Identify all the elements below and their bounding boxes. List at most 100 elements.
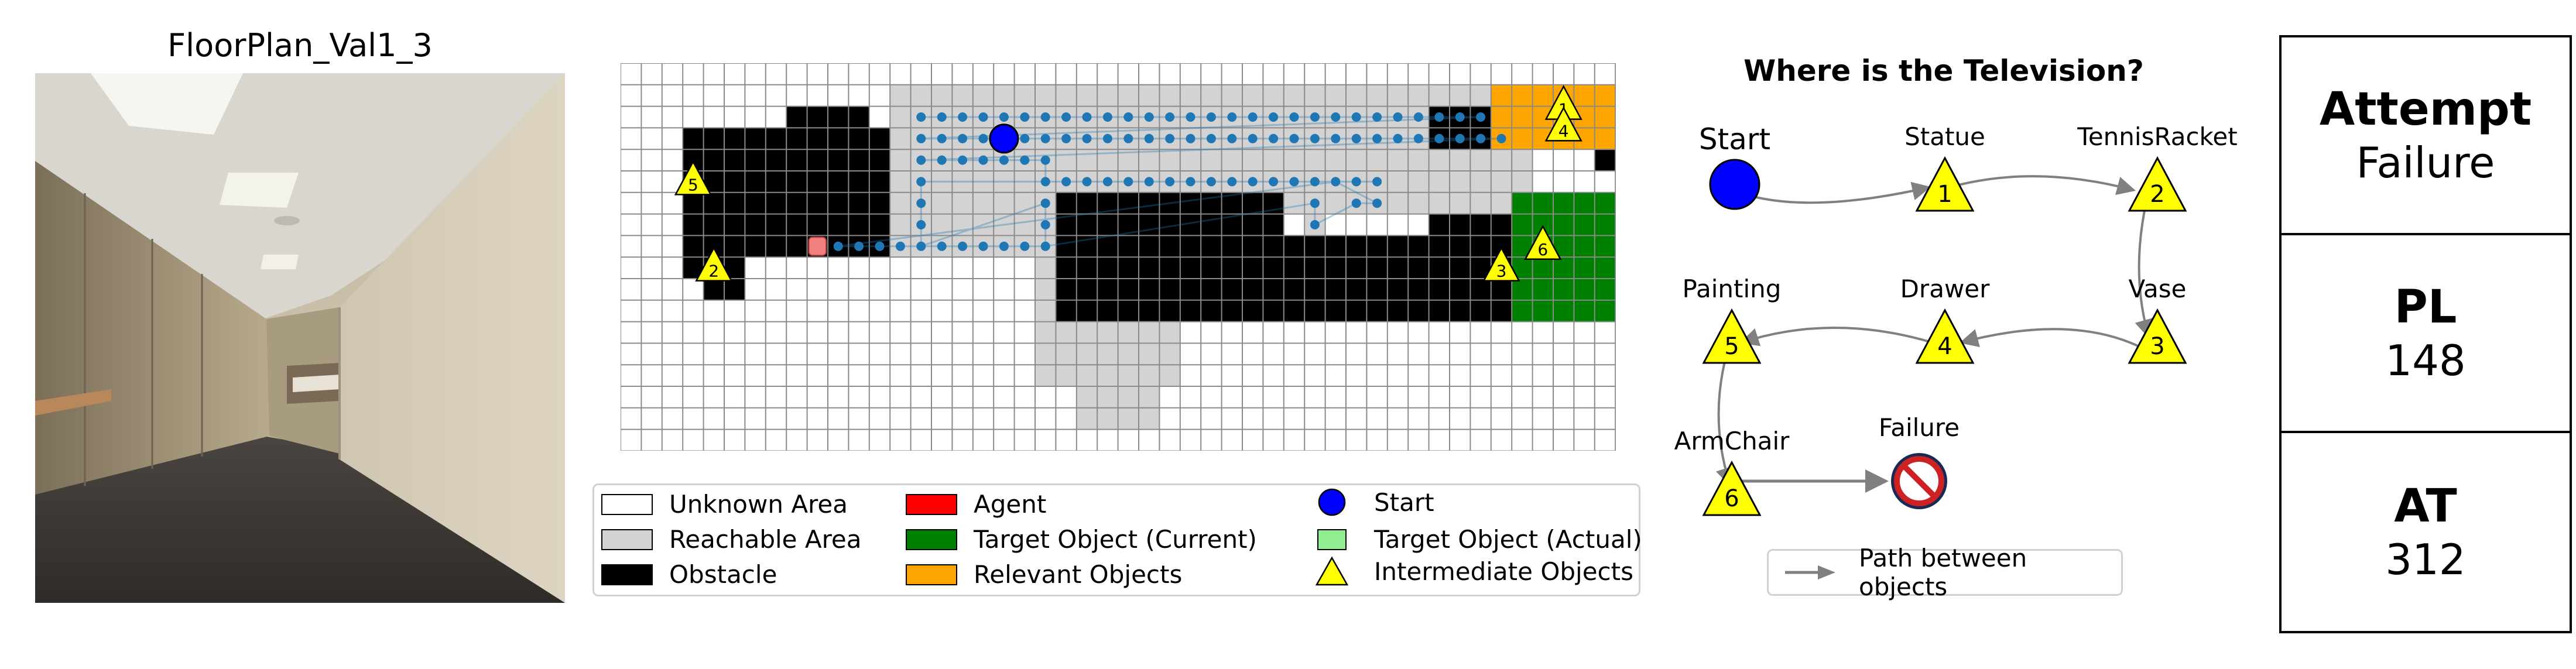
edge-painting-armchair: [1715, 356, 1734, 487]
map-path-node: [875, 241, 885, 251]
legend-agent-swatch: [906, 493, 957, 515]
grid-map: 523614: [621, 63, 1616, 451]
map-path-node: [1020, 133, 1030, 143]
map-intermediate-number: 3: [1496, 262, 1507, 281]
map-path-node: [978, 241, 988, 251]
legend-target-actual: Target Object (Actual): [1306, 525, 1642, 554]
legend-agent-label: Agent: [974, 490, 1047, 519]
map-path-node: [999, 155, 1009, 165]
node-armchair-marker: [1702, 460, 1762, 516]
map-path-node: [916, 220, 926, 229]
map-path-node: [1020, 241, 1030, 251]
legend-start-marker: [1318, 488, 1346, 516]
node-tennisracket-number: 2: [2150, 181, 2164, 208]
map-path-node: [937, 112, 947, 122]
map-path-line: [838, 116, 1502, 248]
legend-relevant-objects: Relevant Objects: [906, 560, 1182, 589]
map-path-node: [978, 112, 988, 122]
view-title: FloorPlan_Val1_3: [167, 27, 433, 64]
failure-icon: [1891, 453, 1947, 509]
map-path-node: [916, 155, 926, 165]
map-path-node: [1165, 177, 1175, 187]
legend-reachable-swatch: [601, 529, 653, 550]
map-path-node: [916, 177, 926, 187]
map-path-node: [978, 133, 988, 143]
map-path-node: [1102, 177, 1112, 187]
map-path-node: [1206, 133, 1216, 143]
map-path-node: [1165, 112, 1175, 122]
map-path-node: [958, 241, 968, 251]
metric-pl: PL 148: [2282, 235, 2570, 433]
node-vase-marker: [2128, 308, 2187, 364]
map-path-node: [1082, 112, 1092, 122]
map-path-node: [1372, 133, 1382, 143]
map-path-node: [958, 133, 968, 143]
map-path-node: [1413, 112, 1423, 122]
map-path-node: [999, 112, 1009, 122]
legend-relevant-swatch: [906, 564, 957, 585]
node-vase-label: Vase: [2129, 275, 2187, 303]
map-path-node: [1227, 133, 1237, 143]
node-failure: Failure: [1879, 413, 1960, 509]
legend-target-current-swatch: [906, 529, 957, 550]
map-path-node: [1144, 112, 1154, 122]
node-tennisracket-marker: [2128, 156, 2187, 212]
node-vase-number: 3: [2150, 333, 2164, 360]
legend-intermediate-objects: Intermediate Objects: [1306, 557, 1633, 586]
map-path-node: [1351, 198, 1361, 208]
metric-pl-value: 148: [2385, 335, 2466, 385]
edge-vase-drawer: [1959, 328, 2143, 349]
map-path-node: [1310, 198, 1320, 208]
metric-at-label: AT: [2394, 479, 2457, 533]
path-arrow-icon: [1785, 565, 1835, 579]
legend-target-current: Target Object (Current): [906, 525, 1257, 554]
node-start: Start: [1699, 122, 1770, 210]
legend-unknown-label: Unknown Area: [669, 490, 848, 519]
map-path-node: [1434, 112, 1444, 122]
map-path-node: [1123, 177, 1133, 187]
map-path-node: [1434, 133, 1444, 143]
legend-unknown-area: Unknown Area: [601, 490, 848, 519]
legend-start: Start: [1306, 488, 1434, 517]
map-intermediate-marker: [1524, 225, 1562, 260]
edge-tennisracket-vase: [2135, 204, 2153, 339]
map-path-node: [1269, 133, 1279, 143]
legend-relevant-label: Relevant Objects: [974, 560, 1183, 589]
legend-reachable-label: Reachable Area: [669, 525, 862, 554]
map-start-marker: [989, 123, 1019, 154]
map-path-node: [916, 241, 926, 251]
legend-intermediate-label: Intermediate Objects: [1374, 557, 1633, 586]
map-intermediate-marker: [695, 246, 733, 282]
map-path-node: [1165, 133, 1175, 143]
map-path-node: [1372, 177, 1382, 187]
map-path-node: [1455, 112, 1465, 122]
map-path-node: [1206, 112, 1216, 122]
edge-start-statue: [1732, 181, 1931, 204]
node-drawer-marker: [1915, 308, 1975, 364]
node-painting-marker: [1702, 308, 1762, 364]
edge-statue-tennisracket: [1949, 175, 2136, 195]
map-path-node: [916, 198, 926, 208]
map-path-node: [1186, 133, 1195, 143]
map-path-node: [1227, 112, 1237, 122]
map-path-node: [1040, 155, 1050, 165]
map-intermediate-number: 2: [708, 262, 719, 281]
node-armchair-number: 6: [1724, 485, 1739, 512]
map-path-node: [1289, 177, 1299, 187]
map-path-node: [1040, 241, 1050, 251]
map-path-node: [1186, 177, 1195, 187]
map-path-node: [1040, 112, 1050, 122]
map-path-node: [1351, 177, 1361, 187]
map-path-node: [1310, 177, 1320, 187]
legend-target-actual-label: Target Object (Actual): [1374, 525, 1642, 554]
map-path-node: [1227, 177, 1237, 187]
map-legend: Unknown Area Reachable Area Obstacle Age…: [592, 483, 1642, 596]
legend-agent: Agent: [906, 490, 1046, 519]
map-path-node: [1186, 112, 1195, 122]
node-statue-label: Statue: [1904, 122, 1985, 151]
map-path-node: [1040, 220, 1050, 229]
map-path-node: [1310, 112, 1320, 122]
map-path-node: [1310, 220, 1320, 229]
map-agent-icon: [808, 236, 827, 256]
map-path-node: [1351, 133, 1361, 143]
